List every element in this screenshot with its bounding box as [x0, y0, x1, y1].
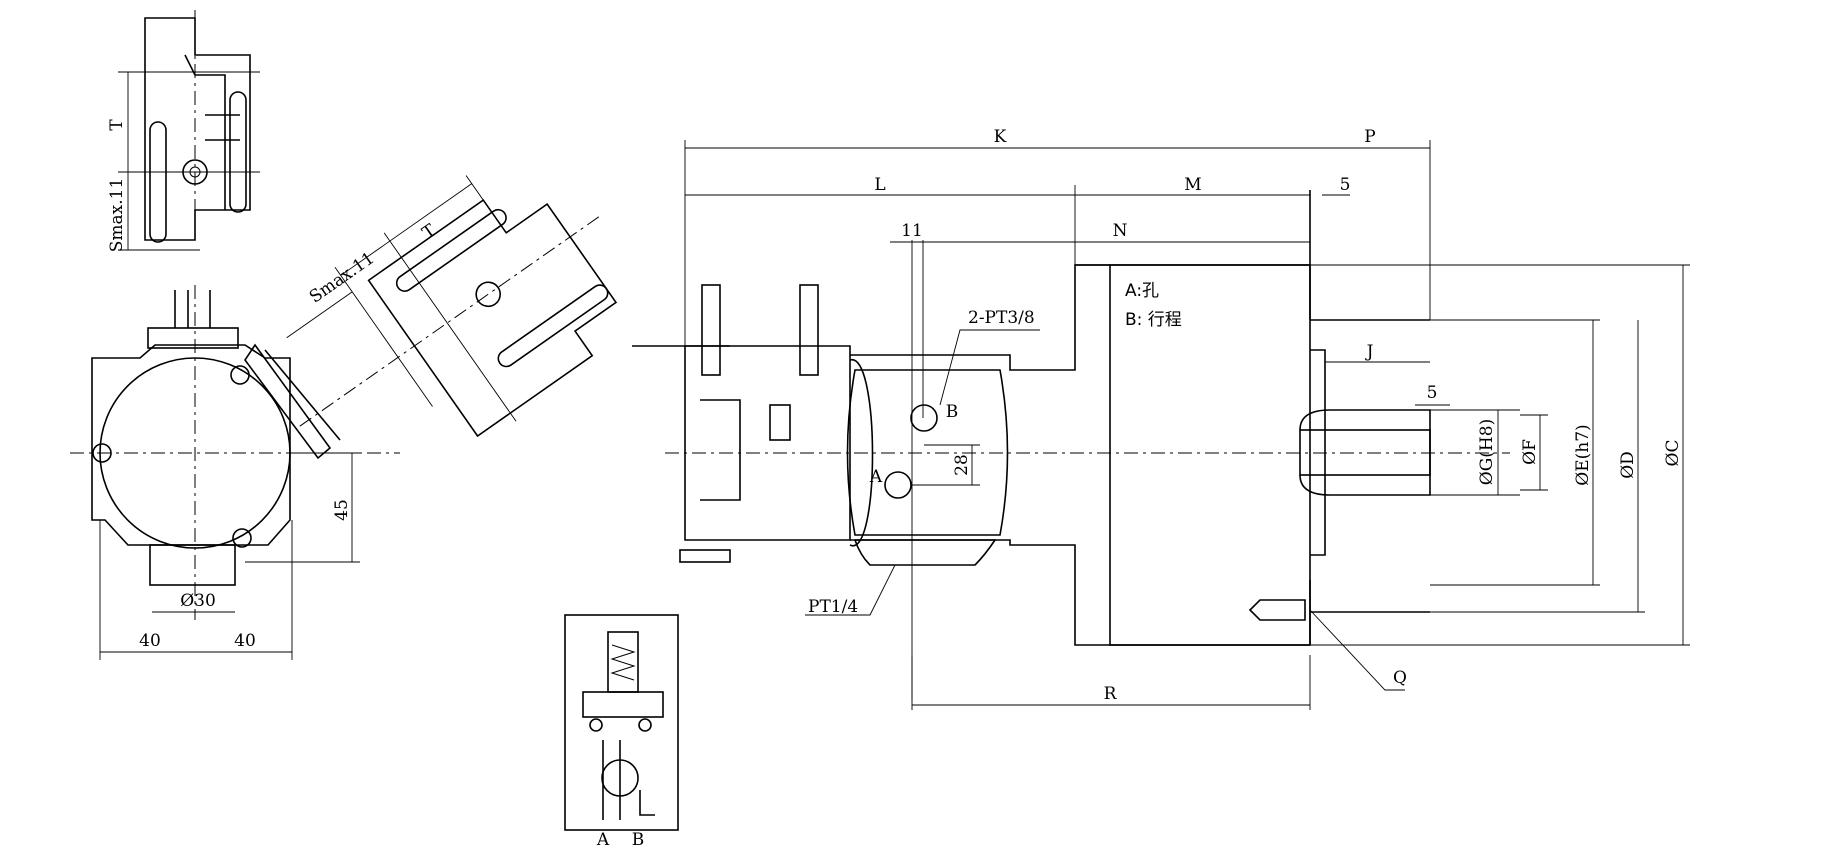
symbol-label-B: B — [632, 830, 645, 849]
note-a-hole: A:孔 — [1125, 281, 1159, 301]
symbol-label-A: A — [596, 830, 610, 849]
dim-5-mid: 5 — [1427, 383, 1438, 403]
switch-detail-vertical: T Smax.11 — [107, 10, 260, 252]
dim-phiG: ØG(H8) — [1477, 419, 1497, 485]
switch-detail-rotated — [286, 175, 618, 438]
dim-K: K — [994, 127, 1007, 147]
dim-smax-top: Smax.11 — [107, 178, 127, 253]
dim-phiE: ØE(h7) — [1573, 424, 1593, 485]
dim-5-top: 5 — [1340, 175, 1351, 195]
note-b-stroke: B: 行程 — [1125, 310, 1182, 330]
dim-40-right: 40 — [234, 631, 256, 651]
port-B-label: B — [946, 402, 959, 422]
dim-28: 28 — [952, 454, 972, 476]
dim-P: P — [1364, 127, 1375, 147]
port-pt38-label: 2-PT3/8 — [968, 308, 1035, 328]
dim-Q: Q — [1393, 668, 1407, 688]
dim-J: J — [1365, 342, 1374, 362]
dim-40-left: 40 — [139, 631, 161, 651]
dim-phiC: ØC — [1663, 440, 1683, 467]
dim-L: L — [874, 175, 885, 195]
dim-R: R — [1104, 684, 1118, 704]
dim-T-top: T — [107, 119, 127, 131]
port-A-label: A — [869, 467, 883, 487]
dim-phiD: ØD — [1618, 451, 1638, 479]
end-view: 45 Ø30 40 40 — [70, 285, 400, 660]
dim-M: M — [1184, 175, 1201, 195]
port-pt14-label: PT1/4 — [808, 597, 858, 617]
dim-phi30: Ø30 — [180, 591, 216, 611]
hydraulic-symbol: A B — [564, 614, 679, 849]
dim-45: 45 — [332, 499, 352, 521]
dim-11: 11 — [901, 221, 923, 241]
cylinder-side-view: K P L M 5 11 N A:孔 B: 行程 2-PT3/8 J 5 B 2… — [632, 127, 1690, 710]
dim-phiF: ØF — [1520, 439, 1540, 465]
dim-N: N — [1113, 221, 1128, 241]
